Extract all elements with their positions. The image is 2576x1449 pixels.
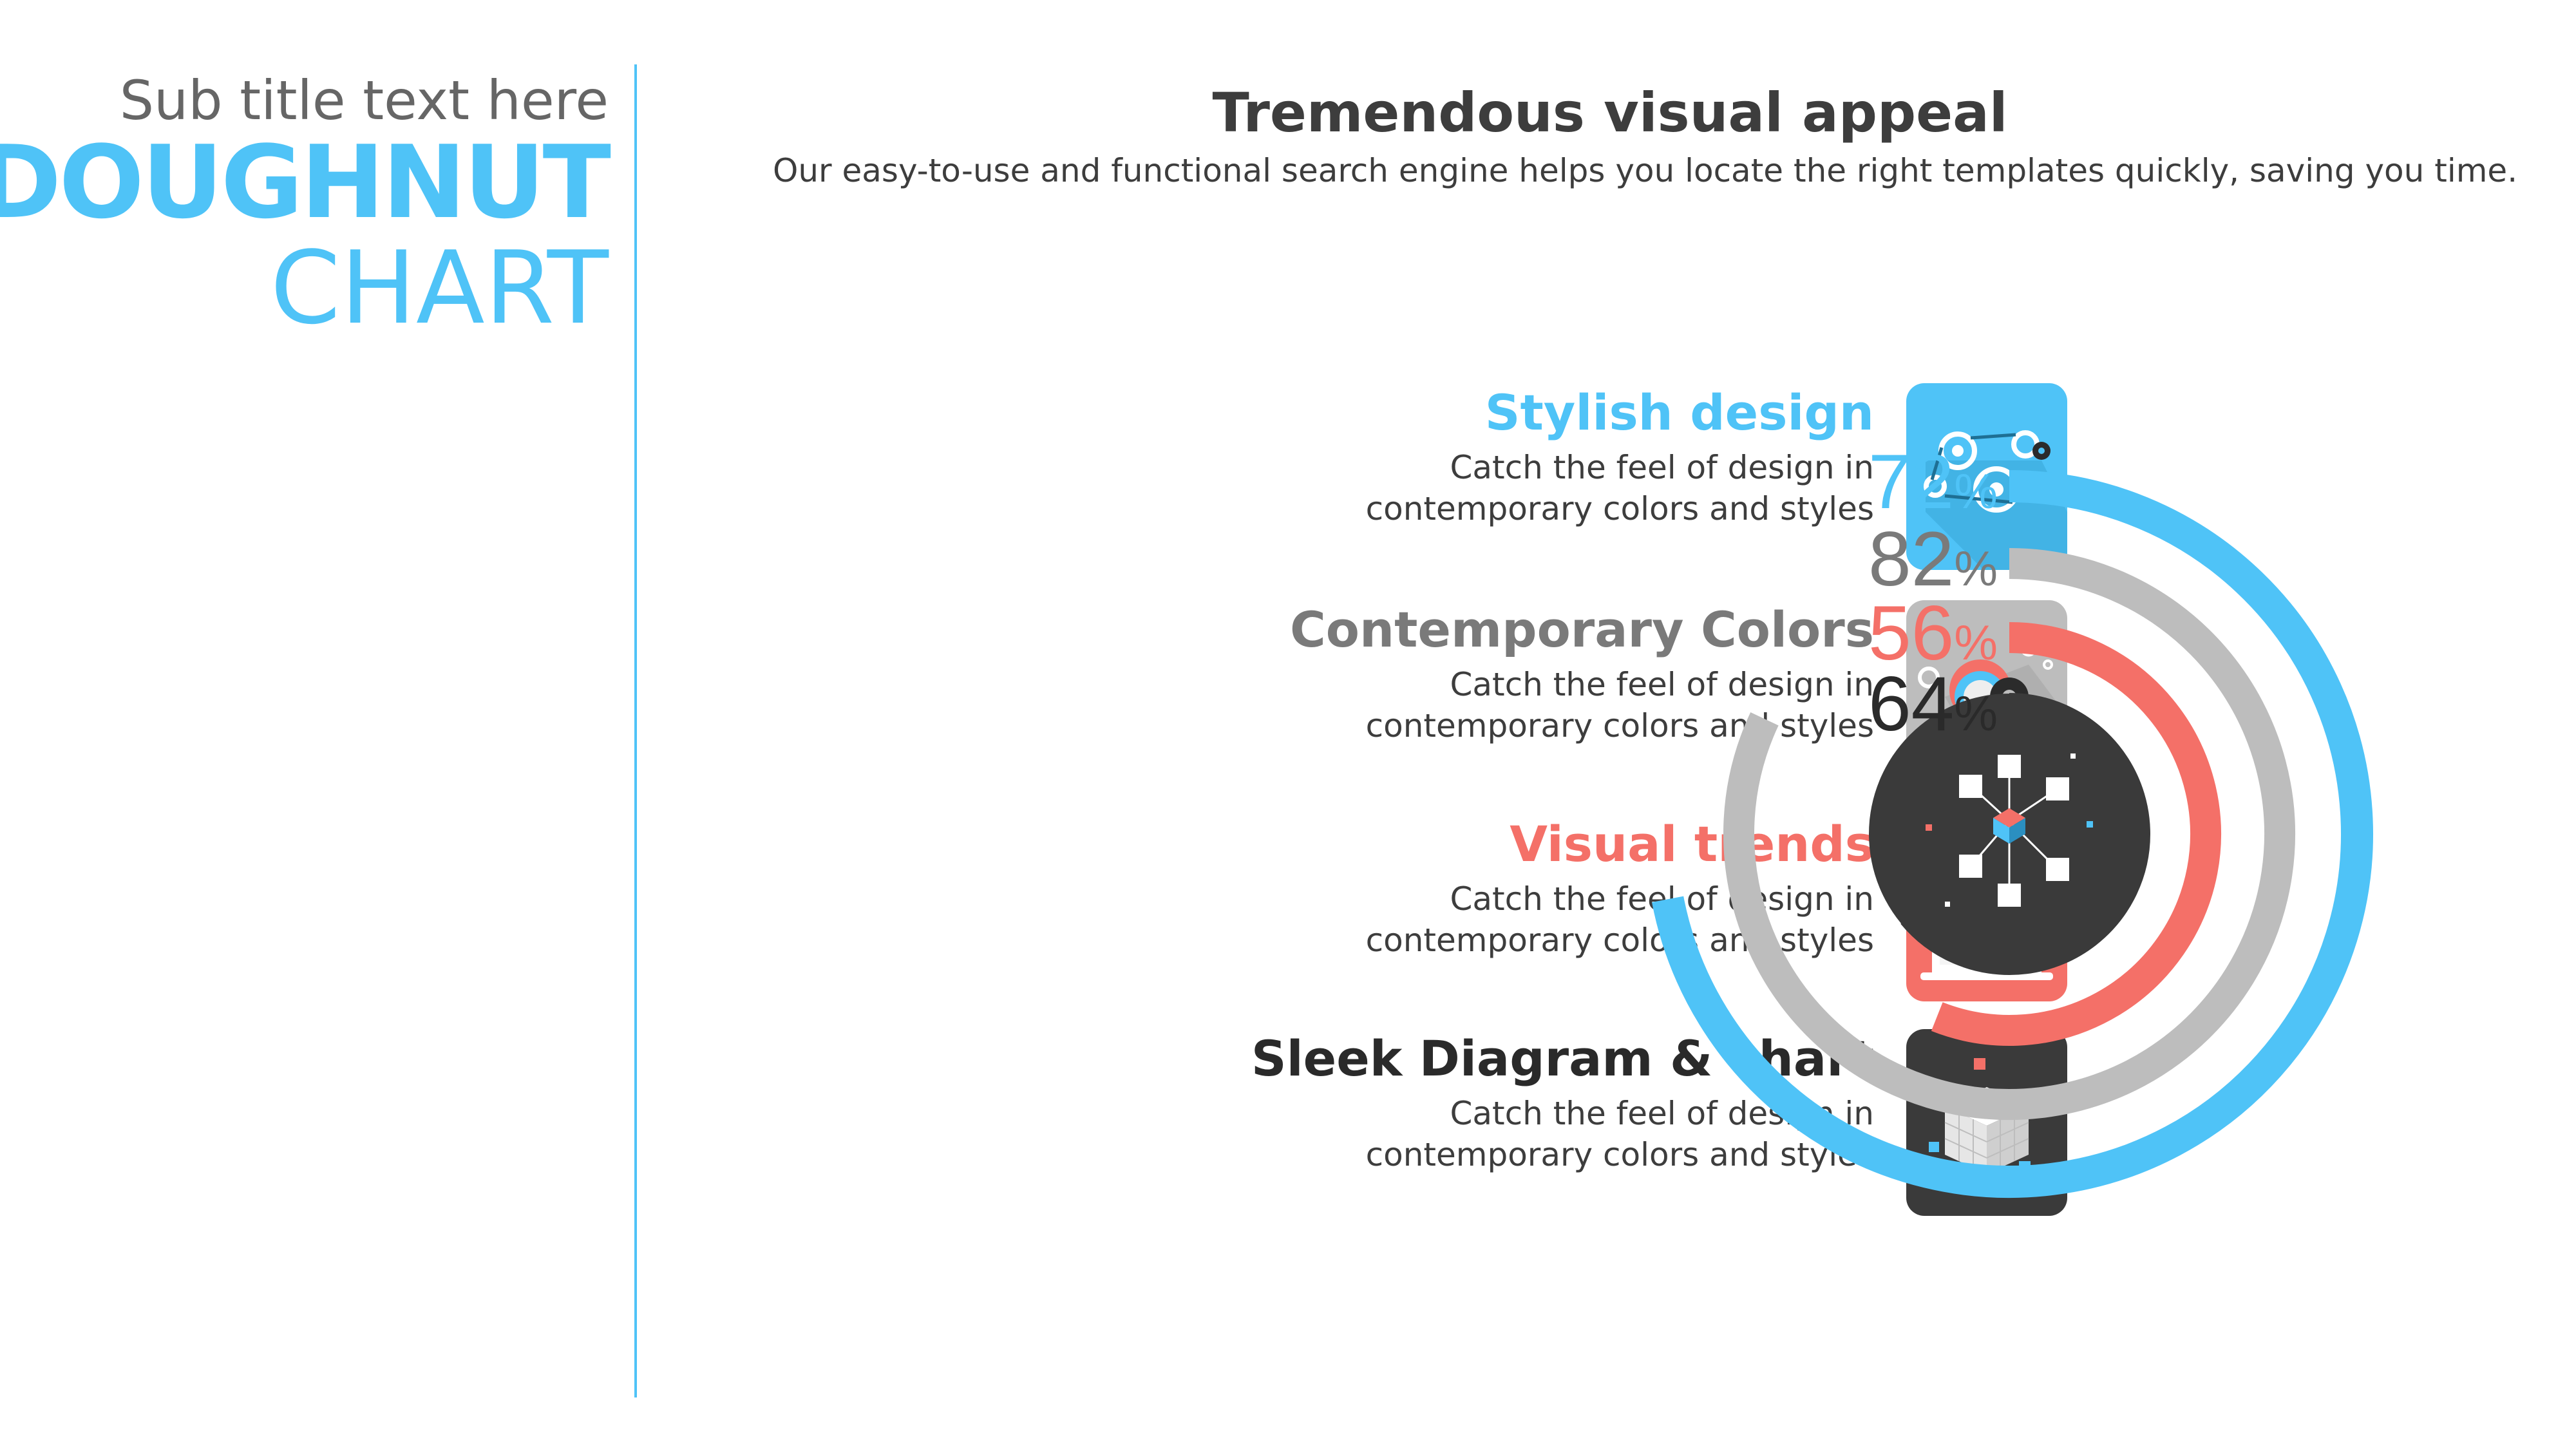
feature-description: Catch the feel of design in contemporary… xyxy=(1365,449,1874,528)
feature-description: Catch the feel of design in contemporary… xyxy=(1365,666,1874,745)
ring-value-label-3: 56% xyxy=(1868,590,1998,676)
chart-canvas: 72%82%56%64% xyxy=(1652,439,2373,1198)
header-description: Our easy-to-use and functional search en… xyxy=(773,151,2518,189)
vertical-divider xyxy=(634,64,637,1397)
subtitle: Sub title text here xyxy=(119,69,609,132)
feature-title: Stylish design xyxy=(1484,384,1874,441)
radial-doughnut-chart: 72%82%56%64% xyxy=(1533,335,2537,1301)
network-icon xyxy=(1869,694,2150,974)
page-title: DOUGHNUT xyxy=(0,124,611,242)
page-title-second-line: CHART xyxy=(270,229,609,347)
ring-value-label-1: 72% xyxy=(1868,439,1998,525)
feature-description: Catch the feel of design in contemporary… xyxy=(1365,880,1874,960)
title-block: Sub title text here DOUGHNUT CHART xyxy=(0,69,611,347)
doughnut-ring-3 xyxy=(1931,622,2221,1046)
doughnut-ring-1 xyxy=(1652,470,2373,1198)
header-title: Tremendous visual appeal xyxy=(1212,81,2008,144)
header: Tremendous visual appeal Our easy-to-use… xyxy=(773,80,2518,193)
ring-value-label-2: 82% xyxy=(1868,516,1998,602)
feature-title: Contemporary Colors xyxy=(1290,601,1874,658)
ring-value-label-4: 64% xyxy=(1868,661,1998,747)
feature-title: Visual trends xyxy=(1510,815,1874,873)
doughnut-ring-2 xyxy=(1723,548,2295,1120)
